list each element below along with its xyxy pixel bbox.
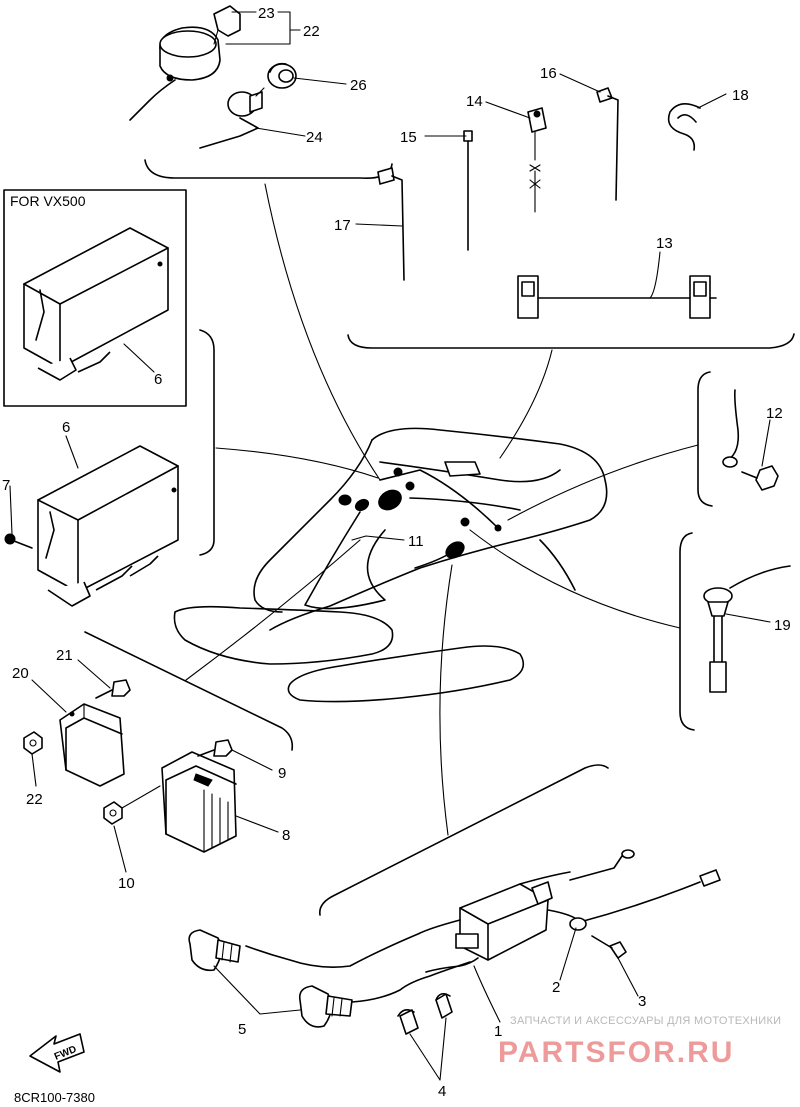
fuse-wire-part	[517, 275, 717, 319]
callout-labels: 23 22 24 26 15 14 16 18 17 13 12 19 6 6 …	[2, 5, 791, 1100]
fuse-holder-part	[527, 107, 547, 213]
rectifier-part	[59, 703, 125, 787]
callout-leaders	[9, 11, 771, 1081]
callout-19: 19	[774, 617, 791, 634]
sensor-part	[703, 565, 791, 693]
callout-5: 5	[238, 1021, 246, 1038]
callout-8: 8	[282, 827, 290, 844]
ground-lead-part	[569, 869, 721, 931]
leader-coil	[439, 564, 453, 836]
callout-22: 22	[26, 791, 43, 808]
bracket-sensor-group	[679, 532, 695, 731]
leader-regulator	[185, 539, 361, 681]
ignition-coil-part	[245, 849, 635, 1003]
callout-26: 26	[350, 77, 367, 94]
callout-14: 14	[466, 93, 483, 110]
callout-6-inset: 6	[154, 371, 162, 388]
callout-16: 16	[540, 65, 557, 82]
leader-cdi	[215, 447, 379, 479]
bracket-coil-group	[318, 764, 609, 916]
bolt-part-9	[197, 739, 233, 757]
watermark-tagline: ЗАПЧАСТИ И АКСЕССУАРЫ ДЛЯ МОТОТЕХНИКИ	[510, 1015, 781, 1027]
inset-title: FOR VX500	[10, 193, 86, 209]
bracket-ground-group	[697, 371, 713, 507]
callout-7: 7	[2, 477, 10, 494]
regulator-part	[161, 751, 237, 853]
watermark: ЗАПЧАСТИ И АКСЕССУАРЫ ДЛЯ МОТОТЕХНИКИ PA…	[498, 1015, 781, 1069]
callout-24: 23	[258, 5, 275, 22]
callout-18: 18	[732, 87, 749, 104]
screw-part-3	[591, 935, 627, 959]
callout-15: 15	[400, 129, 417, 146]
callout-2: 2	[552, 979, 560, 996]
watercraft-outline	[173, 427, 608, 703]
cdi-unit-part	[37, 445, 179, 607]
engine-stop-switch-part	[199, 87, 265, 149]
bracket-wiring-group	[347, 333, 795, 349]
bracket-regulator-group	[84, 631, 294, 751]
forward-arrow-icon: FWD	[29, 1033, 85, 1073]
callout-4: 4	[438, 1083, 446, 1100]
callout-11: 11	[408, 533, 424, 550]
diagram-code: 8CR100-7380	[14, 1090, 95, 1105]
bracket-ignition-group	[144, 159, 393, 180]
vx500-inset-box	[3, 189, 187, 407]
callout-17: 17	[334, 217, 351, 234]
callout-6: 6	[62, 419, 70, 436]
bracket-cdi-group	[199, 329, 215, 556]
bolt-part-12	[722, 389, 779, 491]
wire-lead-part	[596, 87, 619, 201]
watermark-brand: PARTSFOR.RU	[498, 1036, 734, 1069]
clamp-part	[397, 992, 453, 1035]
leader-ignition	[264, 183, 381, 481]
wire-lead-part-2	[377, 167, 405, 281]
band-part	[463, 130, 473, 251]
cap-part	[267, 62, 297, 89]
leader-wiring	[499, 349, 553, 459]
leader-ground	[507, 444, 699, 521]
callout-21: 21	[56, 647, 73, 664]
nut-part-10	[103, 785, 161, 825]
callout-25: 24	[306, 129, 323, 146]
callout-10: 10	[118, 875, 135, 892]
clip-part	[667, 103, 701, 151]
callout-3: 3	[638, 993, 646, 1010]
callout-9: 9	[278, 765, 286, 782]
callout-1: 1	[494, 1023, 502, 1040]
callout-13: 13	[656, 235, 673, 252]
nut-part-22	[23, 731, 43, 755]
bolt-part-7	[4, 533, 33, 549]
main-switch-part	[129, 5, 241, 121]
bolt-part-21	[95, 679, 131, 699]
callout-20: 20	[12, 665, 29, 682]
spark-plug-cap-part	[188, 929, 353, 1028]
callout-23: 22	[303, 23, 320, 40]
callout-12: 12	[766, 405, 783, 422]
